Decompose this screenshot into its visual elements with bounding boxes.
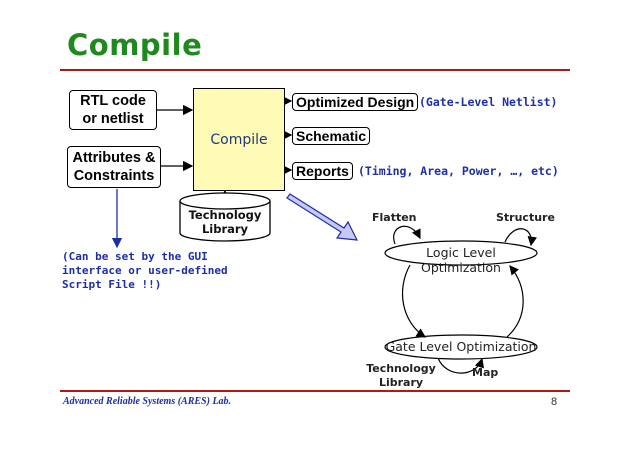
footer-divider — [60, 390, 570, 392]
footer-lab-name: Advanced Reliable Systems (ARES) Lab. — [63, 396, 232, 407]
gate-level-ellipse — [384, 334, 538, 360]
gate-to-logic-arrow — [506, 265, 524, 338]
structure-loop — [504, 228, 538, 247]
logic-level-label: Logic Level Optimization — [421, 245, 501, 275]
reports-note: (Timing, Area, Power, …, etc) — [358, 164, 559, 178]
title-divider — [60, 69, 570, 71]
page-number: 8 — [551, 396, 558, 408]
optimized-design-box: Optimized Design — [292, 93, 419, 111]
schematic-box: Schematic — [292, 127, 371, 145]
map-loop — [437, 357, 485, 374]
opt-technology-library-label: Technology Library — [366, 362, 436, 389]
library-cylinder-icon — [179, 192, 271, 242]
rtl-code-box: RTL code or netlist — [69, 90, 157, 130]
slide-title: Compile — [67, 28, 203, 62]
map-label: Map — [472, 366, 499, 379]
compile-label: Compile — [210, 131, 268, 148]
compile-box: Compile — [193, 88, 285, 191]
gui-note: (Can be set by the GUI interface or user… — [62, 250, 228, 291]
structure-label: Structure — [496, 211, 555, 224]
logic-to-gate-arrow — [402, 264, 427, 338]
flatten-label: Flatten — [372, 211, 417, 224]
optimized-design-note: (Gate-Level Netlist) — [419, 95, 558, 109]
library-label: Technology Library — [188, 208, 262, 236]
flatten-loop — [393, 225, 421, 245]
big-arrow-icon — [286, 193, 359, 241]
gate-level-label: Gate Level Optimization — [385, 339, 537, 354]
reports-box: Reports — [292, 162, 353, 180]
logic-level-ellipse — [384, 240, 538, 266]
attributes-box: Attributes & Constraints — [67, 146, 161, 188]
